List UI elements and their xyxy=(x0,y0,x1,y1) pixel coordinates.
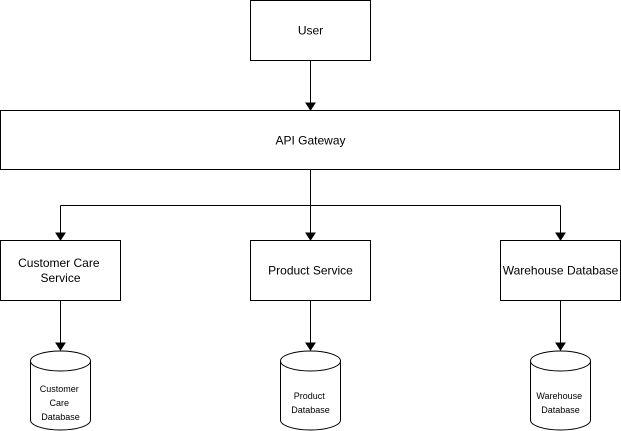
customer-care-database-cylinder-rim xyxy=(30,360,91,372)
customer-care-database-cylinder-body xyxy=(30,350,91,431)
arrowhead-warehouse-database xyxy=(555,232,566,241)
warehouse-database-label: Warehouse Database xyxy=(503,264,619,278)
warehouse-database-cylinder-label-line-1: Warehouse xyxy=(536,391,582,401)
user-node[interactable]: User xyxy=(250,0,371,61)
customer-care-database-cylinder[interactable]: Customer Care Database xyxy=(30,350,91,431)
customer-care-service-label-line-1: Customer Care xyxy=(18,256,100,270)
customer-care-database-label-line-1: Customer xyxy=(40,384,79,394)
arrowhead-customer-care-db xyxy=(55,342,66,351)
product-service-node[interactable]: Product Service xyxy=(250,240,371,301)
warehouse-database-node[interactable]: Warehouse Database xyxy=(500,240,621,301)
warehouse-database-cylinder-rim xyxy=(530,360,591,372)
api-gateway-node[interactable]: API Gateway xyxy=(0,110,620,170)
customer-care-database-label-line-2: Care xyxy=(49,398,69,408)
customer-care-service-node[interactable]: Customer Care Service xyxy=(0,240,121,301)
user-node-label: User xyxy=(298,24,323,38)
arrowhead-product-db xyxy=(305,342,316,351)
product-database-label-line-1: Product xyxy=(294,391,326,401)
customer-care-service-label-line-2: Service xyxy=(40,271,80,285)
arrowhead-customer-care-service xyxy=(55,232,66,241)
product-database-cylinder[interactable]: Product Database xyxy=(280,350,341,431)
product-service-label: Product Service xyxy=(268,264,353,278)
warehouse-database-cylinder[interactable]: Warehouse Database xyxy=(530,350,591,431)
customer-care-database-label: Customer Care Database xyxy=(40,384,82,422)
customer-care-database-label-line-3: Database xyxy=(41,412,80,422)
arrowhead-api-gateway xyxy=(305,102,316,111)
api-gateway-node-label: API Gateway xyxy=(275,134,345,148)
warehouse-database-cylinder-label-line-2: Database xyxy=(541,405,580,415)
connectors xyxy=(55,60,566,351)
warehouse-database-cylinder-label: Warehouse Database xyxy=(536,391,584,415)
customer-care-service-label: Customer Care Service xyxy=(18,256,103,285)
arrowhead-product-service xyxy=(305,232,316,241)
product-database-cylinder-body xyxy=(280,350,341,431)
arrowhead-warehouse-db xyxy=(555,342,566,351)
product-database-label: Product Database xyxy=(291,391,330,415)
product-database-cylinder-rim xyxy=(280,360,341,372)
product-database-label-line-2: Database xyxy=(291,405,330,415)
warehouse-database-cylinder-body xyxy=(530,350,591,431)
